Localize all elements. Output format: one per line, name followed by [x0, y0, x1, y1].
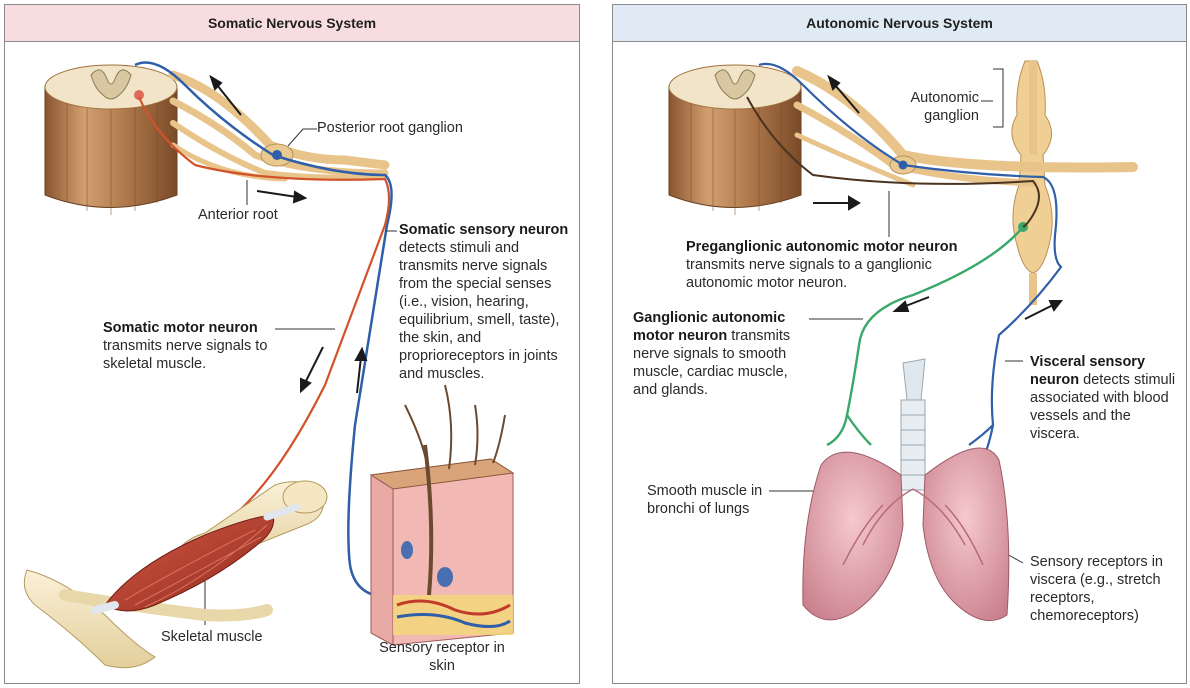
- label-sensory-receptors-viscera: Sensory receptors in viscera (e.g., stre…: [1030, 554, 1163, 624]
- label-ganglionic-neuron-title: Ganglionic autonomic motor neuron: [633, 310, 786, 344]
- somatic-panel-title: Somatic Nervous System: [5, 5, 579, 42]
- autonomic-ganglion-chain: [792, 60, 1138, 305]
- ganglionic-neuron-path: [826, 226, 1024, 447]
- label-somatic-sensory-neuron: Somatic sensory neuron detects stimuli a…: [399, 221, 575, 383]
- label-somatic-motor-neuron-title: Somatic motor neuron: [103, 320, 258, 336]
- spinal-cord-segment: [44, 64, 178, 215]
- somatic-panel: Somatic Nervous System: [4, 4, 580, 684]
- signal-arrows-somatic: [209, 74, 368, 394]
- label-ganglionic-neuron-desc: transmits nerve signals to smooth muscle…: [633, 328, 791, 398]
- label-visceral-sensory-neuron-desc: detects stimuli associated with blood ve…: [1030, 372, 1176, 442]
- label-visceral-sensory-neuron-title: Visceral sensory neuron: [1030, 354, 1146, 388]
- label-preganglionic-neuron: Preganglionic autonomic motor neuron tra…: [686, 238, 986, 292]
- lungs-and-trachea: [802, 358, 1010, 622]
- spinal-cord-segment-autonomic: [668, 64, 802, 215]
- label-somatic-motor-neuron-desc: transmits nerve signals to skeletal musc…: [103, 338, 268, 372]
- nerve-roots: [168, 70, 390, 182]
- somatic-illustration: [23, 61, 515, 669]
- label-autonomic-ganglion: Autonomic ganglion: [910, 90, 979, 124]
- label-preganglionic-neuron-title: Preganglionic autonomic motor neuron: [686, 239, 958, 255]
- autonomic-panel-title: Autonomic Nervous System: [613, 5, 1186, 42]
- label-anterior-root: Anterior root: [198, 207, 278, 223]
- signal-arrows-autonomic: [813, 74, 1064, 320]
- label-somatic-motor-neuron: Somatic motor neuron transmits nerve sig…: [103, 319, 275, 373]
- label-skeletal-muscle: Skeletal muscle: [161, 629, 263, 645]
- autonomic-panel: Autonomic Nervous System: [612, 4, 1187, 684]
- label-sensory-receptor-skin: Sensory receptor in skin: [379, 640, 505, 674]
- label-smooth-muscle: Smooth muscle in bronchi of lungs: [647, 483, 763, 517]
- label-somatic-sensory-neuron-desc: detects stimuli and transmits nerve sign…: [399, 240, 560, 382]
- label-posterior-root-ganglion: Posterior root ganglion: [317, 120, 463, 136]
- autonomic-illustration: [668, 60, 1138, 622]
- label-preganglionic-neuron-desc: transmits nerve signals to a ganglionic …: [686, 257, 932, 291]
- label-visceral-sensory-neuron: Visceral sensory neuron detects stimuli …: [1030, 353, 1180, 443]
- label-ganglionic-neuron: Ganglionic autonomic motor neuron transm…: [633, 309, 809, 399]
- preganglionic-neuron-path: [746, 96, 1040, 228]
- skin-cross-section: [369, 384, 515, 646]
- label-somatic-sensory-neuron-title: Somatic sensory neuron: [399, 222, 569, 238]
